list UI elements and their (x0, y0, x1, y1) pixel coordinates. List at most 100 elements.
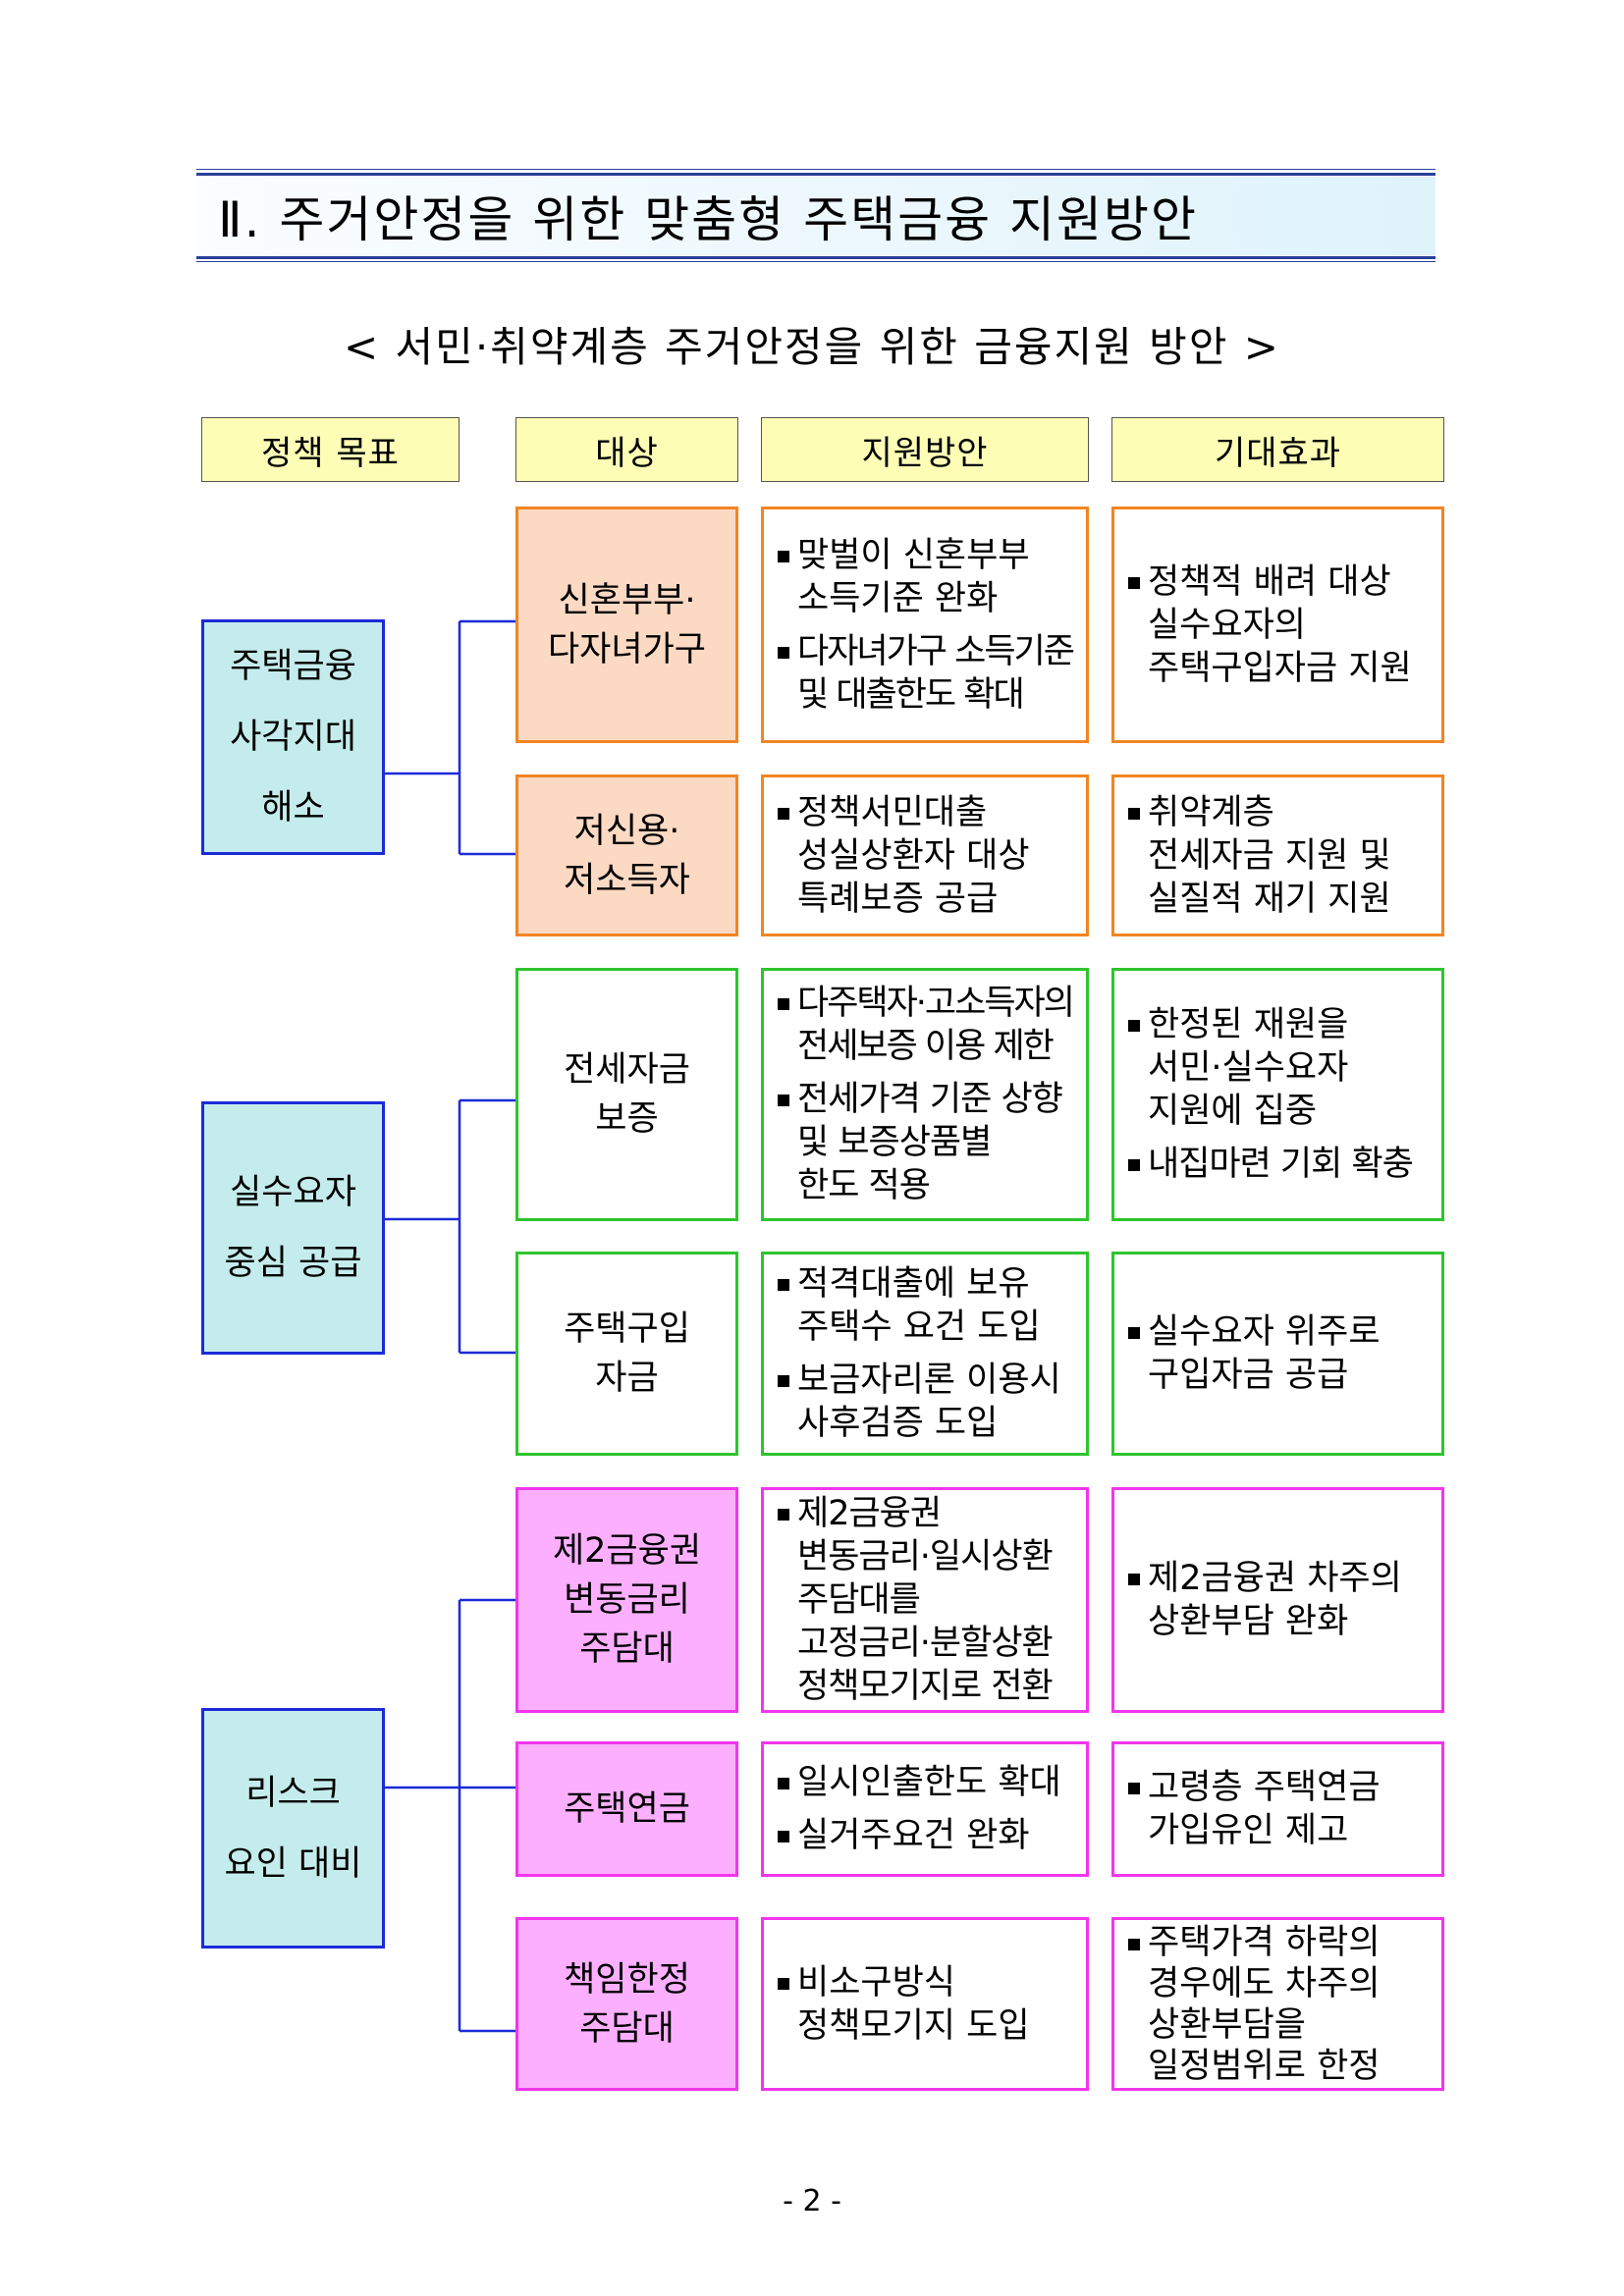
title-top-rule (196, 173, 1435, 176)
target-newlywed-multichild: 신혼부부· 다자녀가구 (515, 507, 738, 743)
goal-1-line-3: 해소 (261, 788, 325, 828)
bullet-square-icon (778, 1831, 789, 1842)
bullet-square-icon (1128, 576, 1140, 589)
bullet-square-icon (1128, 1783, 1140, 1794)
bullet-item: 다자녀가구 소득기준 및 대출한도 확대 (778, 630, 1076, 717)
support-cell-6: 일시인출한도 확대 실거주요건 완화 (761, 1741, 1089, 1877)
target-secondary-finance-variable-mortgage: 제2금융권 변동금리 주담대 (515, 1487, 738, 1713)
effect-cell-7: 주택가격 하락의 경우에도 차주의 상환부담을 일정범위로 한정 (1111, 1917, 1444, 2091)
goal-box-2: 실수요자 중심 공급 (201, 1101, 385, 1355)
bullet-item: 적격대출에 보유 주택수 요건 도입 (778, 1262, 1076, 1349)
bullet-square-icon (778, 1279, 789, 1291)
header-effect: 기대효과 (1111, 417, 1444, 482)
support-cell-1: 맞벌이 신혼부부 소득기준 완화 다자녀가구 소득기준 및 대출한도 확대 (761, 507, 1089, 743)
bullet-text: 취약계층 전세자금 지원 및 실질적 재기 지원 (1148, 792, 1391, 919)
header-goal: 정책 목표 (201, 417, 460, 482)
bullet-item: 다주택자·고소득자의 전세보증 이용 제한 (778, 982, 1076, 1068)
bullet-item: 비소구방식 정책모기지 도입 (778, 1961, 1076, 2048)
goal-box-1: 주택금융 사각지대 해소 (201, 619, 385, 855)
bullet-square-icon (778, 1509, 789, 1521)
effect-cell-4: 실수요자 위주로 구입자금 공급 (1111, 1252, 1444, 1456)
effect-cell-5: 제2금융권 차주의 상환부담 완화 (1111, 1487, 1444, 1713)
bullet-item: 정책서민대출 성실상환자 대상 특례보증 공급 (778, 791, 1076, 921)
target-low-credit-income: 저신용· 저소득자 (515, 774, 738, 936)
target-housing-pension: 주택연금 (515, 1741, 738, 1877)
title-top-rule-thin (196, 169, 1435, 170)
bullet-text: 실수요자 위주로 구입자금 공급 (1148, 1312, 1380, 1395)
bullet-square-icon (1128, 1327, 1140, 1339)
goal-3-line-2: 요인 대비 (224, 1843, 362, 1884)
bullet-text: 일시인출한도 확대 (797, 1763, 1061, 1802)
goal-1-line-2: 사각지대 (230, 718, 356, 757)
header-target: 대상 (515, 417, 738, 482)
effect-cell-2: 취약계층 전세자금 지원 및 실질적 재기 지원 (1111, 774, 1444, 936)
goal-2-line-1: 실수요자 (230, 1173, 356, 1212)
bullet-square-icon (1128, 1574, 1140, 1585)
bullet-item: 고령층 주택연금 가입유인 제고 (1128, 1766, 1432, 1852)
support-cell-3: 다주택자·고소득자의 전세보증 이용 제한 전세가격 기준 상향 및 보증상품별… (761, 968, 1089, 1221)
target-home-purchase-fund: 주택구입 자금 (515, 1252, 738, 1456)
effect-cell-6: 고령층 주택연금 가입유인 제고 (1111, 1741, 1444, 1877)
bullet-item: 정책적 배려 대상 실수요자의 주택구입자금 지원 (1128, 561, 1432, 690)
bullet-item: 한정된 재원을 서민·실수요자 지원에 집중 (1128, 1003, 1432, 1133)
bullet-item: 취약계층 전세자금 지원 및 실질적 재기 지원 (1128, 791, 1432, 921)
support-cell-4: 적격대출에 보유 주택수 요건 도입 보금자리론 이용시 사후검증 도입 (761, 1252, 1089, 1456)
bullet-item: 전세가격 기준 상향 및 보증상품별 한도 적용 (778, 1078, 1076, 1207)
bullet-item: 실거주요건 완화 (778, 1814, 1076, 1857)
section-title-banner: Ⅱ. 주거안정을 위한 맞춤형 주택금융 지원방안 (196, 177, 1435, 255)
bullet-square-icon (1128, 1938, 1140, 1950)
goal-box-3: 리스크 요인 대비 (201, 1708, 385, 1949)
bullet-square-icon (778, 1977, 789, 1990)
bullet-item: 맞벌이 신혼부부 소득기준 완화 (778, 534, 1076, 620)
bullet-square-icon (778, 1375, 789, 1387)
bullet-square-icon (778, 1095, 789, 1106)
effect-cell-3: 한정된 재원을 서민·실수요자 지원에 집중 내집마련 기회 확충 (1111, 968, 1444, 1221)
support-cell-2: 정책서민대출 성실상환자 대상 특례보증 공급 (761, 774, 1089, 936)
bullet-text: 보금자리론 이용시 사후검증 도입 (797, 1361, 1061, 1443)
section-title: Ⅱ. 주거안정을 위한 맞춤형 주택금융 지원방안 (218, 191, 1198, 248)
support-cell-5: 제2금융권 변동금리·일시상환 주담대를 고정금리·분할상환 정책모기지로 전환 (761, 1487, 1089, 1713)
bullet-item: 내집마련 기회 확충 (1128, 1143, 1432, 1186)
bullet-item: 제2금융권 차주의 상환부담 완화 (1128, 1557, 1432, 1643)
header-support: 지원방안 (761, 417, 1089, 482)
bullet-text: 다자녀가구 소득기준 및 대출한도 확대 (797, 631, 1075, 715)
bullet-text: 비소구방식 정책모기지 도입 (797, 1962, 1030, 2046)
bullet-text: 다주택자·고소득자의 전세보증 이용 제한 (797, 984, 1075, 1066)
bullet-square-icon (778, 807, 789, 820)
goal-3-line-1: 리스크 (245, 1773, 341, 1813)
bullet-text: 적격대출에 보유 주택수 요건 도입 (797, 1264, 1041, 1347)
effect-cell-1: 정책적 배려 대상 실수요자의 주택구입자금 지원 (1111, 507, 1444, 743)
bullet-text: 고령층 주택연금 가입유인 제고 (1148, 1768, 1380, 1850)
bullet-square-icon (778, 550, 789, 562)
target-limited-liability-mortgage: 책임한정 주담대 (515, 1917, 738, 2091)
bullet-item: 일시인출한도 확대 (778, 1761, 1076, 1804)
bullet-text: 전세가격 기준 상향 및 보증상품별 한도 적용 (797, 1080, 1063, 1205)
bullet-square-icon (1128, 1020, 1140, 1032)
bullet-square-icon (778, 646, 789, 659)
support-cell-7: 비소구방식 정책모기지 도입 (761, 1917, 1089, 2091)
bullet-text: 한정된 재원을 서민·실수요자 지원에 집중 (1148, 1005, 1349, 1131)
title-bottom-rule (196, 256, 1435, 259)
goal-2-line-2: 중심 공급 (224, 1244, 362, 1283)
bullet-item: 보금자리론 이용시 사후검증 도입 (778, 1359, 1076, 1445)
bullet-text: 주택가격 하락의 경우에도 차주의 상환부담을 일정범위로 한정 (1148, 1922, 1380, 2086)
bullet-text: 정책적 배려 대상 실수요자의 주택구입자금 지원 (1148, 561, 1412, 688)
page-number: - 2 - (783, 2184, 841, 2218)
goal-1-line-1: 주택금융 (230, 647, 356, 686)
bullet-text: 내집마련 기회 확충 (1148, 1145, 1414, 1184)
bullet-text: 실거주요건 완화 (797, 1816, 1030, 1855)
bullet-text: 제2금융권 변동금리·일시상환 주담대를 고정금리·분할상환 정책모기지로 전환 (797, 1494, 1054, 1706)
target-jeonse-guarantee: 전세자금 보증 (515, 968, 738, 1221)
bullet-item: 제2금융권 변동금리·일시상환 주담대를 고정금리·분할상환 정책모기지로 전환 (778, 1492, 1076, 1708)
title-bottom-rule-thin (196, 261, 1435, 262)
bullet-text: 맞벌이 신혼부부 소득기준 완화 (797, 535, 1030, 618)
diagram-subtitle: < 서민·취약계층 주거안정을 위한 금융지원 방안 > (344, 323, 1280, 371)
bullet-square-icon (778, 1778, 789, 1789)
bullet-item: 주택가격 하락의 경우에도 차주의 상환부담을 일정범위로 한정 (1128, 1922, 1432, 2087)
bullet-text: 정책서민대출 성실상환자 대상 특례보증 공급 (797, 792, 1030, 919)
bullet-square-icon (1128, 1159, 1140, 1171)
bullet-text: 제2금융권 차주의 상환부담 완화 (1148, 1559, 1402, 1641)
bullet-square-icon (778, 998, 789, 1010)
bullet-item: 실수요자 위주로 구입자금 공급 (1128, 1310, 1432, 1397)
